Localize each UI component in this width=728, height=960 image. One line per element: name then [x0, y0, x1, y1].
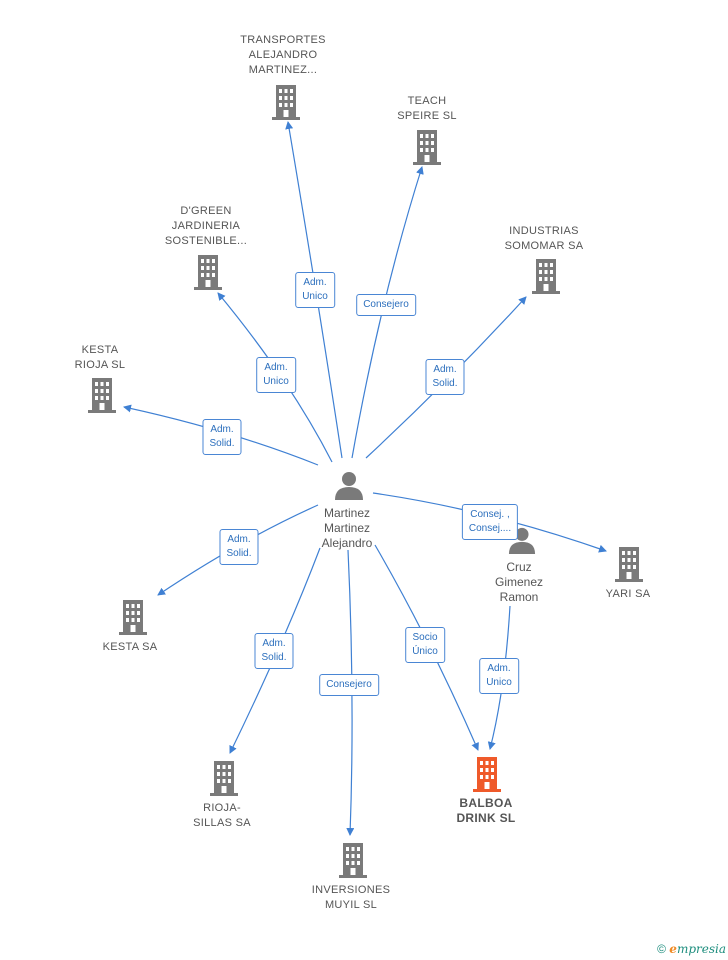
- company-label-rioja-sillas[interactable]: RIOJA- SILLAS SA: [193, 802, 251, 829]
- edge-label-teach: Consejero: [356, 294, 416, 316]
- company-label-balboa[interactable]: BALBOA DRINK SL: [456, 796, 516, 825]
- copyright-icon: ©: [657, 942, 666, 956]
- company-label-kesta[interactable]: KESTA SA: [102, 641, 158, 653]
- building-icon[interactable]: [337, 842, 369, 878]
- edge-label-industrias: Adm. Solid.: [425, 359, 465, 395]
- brand-logo-text: mpresia: [676, 942, 726, 956]
- company-label-yari[interactable]: YARI SA: [605, 588, 651, 600]
- building-icon-highlight[interactable]: [471, 756, 503, 792]
- building-icon[interactable]: [270, 84, 302, 120]
- company-label-industrias[interactable]: INDUSTRIAS SOMOMAR SA: [504, 225, 584, 252]
- building-icon[interactable]: [530, 258, 562, 294]
- company-label-teach[interactable]: TEACH SPEIRE SL: [397, 95, 457, 122]
- building-icon[interactable]: [192, 254, 224, 290]
- company-label-kesta-rioja[interactable]: KESTA RIOJA SL: [74, 344, 126, 371]
- person-label-second[interactable]: Cruz Gimenez Ramon: [494, 560, 544, 604]
- edge-label-yari: Consej. , Consej....: [461, 504, 519, 540]
- edge-label-inversiones: Consejero: [319, 674, 379, 696]
- edge-inversiones: [346, 549, 355, 836]
- edge-label-balboa-main: Socio Único: [405, 627, 445, 663]
- company-label-transportes[interactable]: TRANSPORTES ALEJANDRO MARTINEZ...: [240, 34, 326, 76]
- edge-label-kesta-rioja: Adm. Solid.: [202, 419, 242, 455]
- building-icon[interactable]: [208, 760, 240, 796]
- brand-logo-initial: e: [669, 942, 677, 956]
- company-label-dgreen[interactable]: D'GREEN JARDINERIA SOSTENIBLE...: [164, 205, 248, 247]
- edge-label-balboa-cruz: Adm. Unico: [479, 658, 519, 694]
- edge-label-rioja-sillas: Adm. Solid.: [254, 633, 294, 669]
- person-icon[interactable]: [334, 470, 364, 500]
- building-icon[interactable]: [613, 546, 645, 582]
- edge-label-transportes: Adm. Unico: [295, 272, 335, 308]
- edge-label-kesta: Adm. Solid.: [219, 529, 259, 565]
- building-icon[interactable]: [117, 599, 149, 635]
- person-icon[interactable]: [507, 526, 537, 554]
- building-icon[interactable]: [86, 377, 118, 413]
- brand-footer[interactable]: © empresia: [657, 942, 726, 956]
- person-label-main[interactable]: Martinez Martinez Alejandro: [321, 506, 373, 550]
- company-label-inversiones[interactable]: INVERSIONES MUYIL SL: [311, 884, 391, 911]
- building-icon[interactable]: [411, 129, 443, 165]
- edge-label-dgreen: Adm. Unico: [256, 357, 296, 393]
